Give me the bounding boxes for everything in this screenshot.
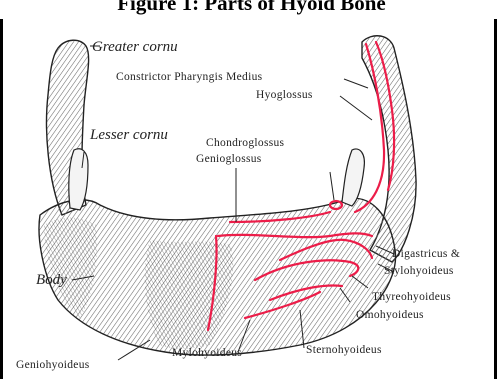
stylohyoideus-label: Stylohyoideus <box>384 266 454 278</box>
digastricus-label: Digastricus & <box>392 249 460 261</box>
chondroglossus-label: Chondroglossus <box>206 138 284 150</box>
constrictor-label: Constrictor Pharyngis Medius <box>116 72 262 84</box>
body-label: Body <box>36 273 67 288</box>
mylohyoideus-label: Mylohyoideus <box>172 348 242 360</box>
right-lesser-cornu <box>342 149 364 206</box>
greater-cornu-label: Greater cornu <box>92 40 178 55</box>
sternohyoideus-label: Sternohyoideus <box>306 345 382 357</box>
geniohyoideus-label: Geniohyoideus <box>16 360 90 372</box>
omohyoideus-label: Omohyoideus <box>356 310 424 322</box>
lesser-cornu-label: Lesser cornu <box>90 128 168 143</box>
genioglossus-label: Genioglossus <box>196 154 262 166</box>
thyreohyoideus-label: Thyreohyoideus <box>372 292 451 304</box>
hyoglossus-label: Hyoglossus <box>256 90 313 102</box>
